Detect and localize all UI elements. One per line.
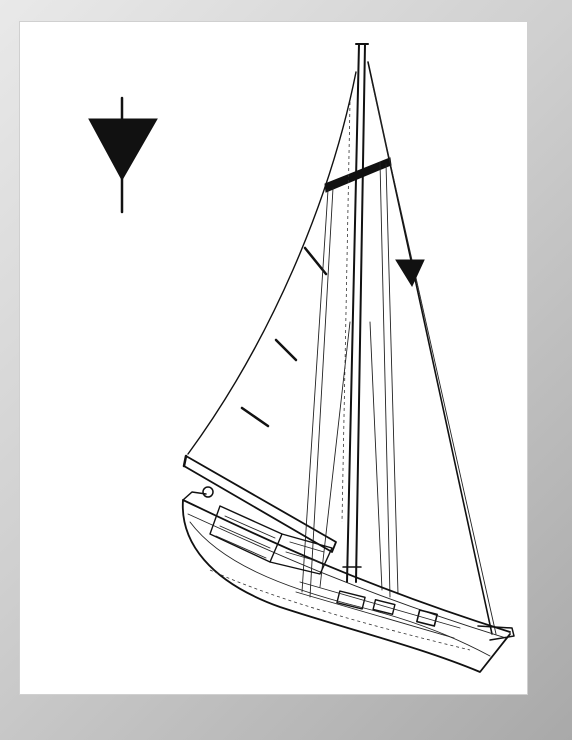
illustration-panel: [20, 22, 527, 694]
mast: [343, 44, 368, 582]
forestay-marker-icon: [396, 260, 424, 286]
mainsail-leech: [188, 72, 356, 454]
shape-symbol-icon: [89, 98, 157, 212]
sail-battens: [242, 248, 326, 426]
mast-spreader: [325, 158, 391, 192]
waterline: [210, 570, 470, 650]
forestay: [368, 62, 496, 634]
illustration-svg: [20, 22, 527, 694]
sailboat-illustration: [183, 44, 514, 672]
deck-hatches: [296, 582, 460, 638]
